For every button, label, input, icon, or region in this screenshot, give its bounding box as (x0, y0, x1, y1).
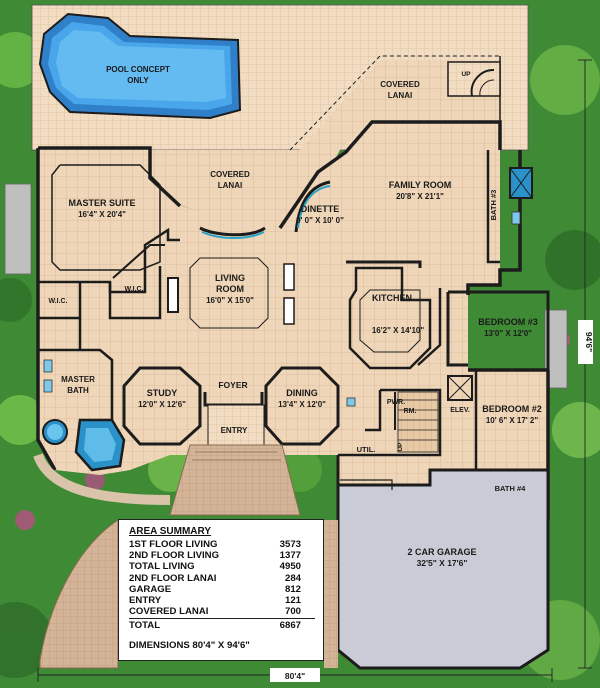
area-summary-row: 2ND FLOOR LIVING 1377 (129, 550, 315, 561)
area-summary-total-value: 6867 (279, 620, 301, 632)
dining-label: DINING (286, 388, 318, 398)
master-suite-size: 16'4" X 20'4" (78, 210, 126, 219)
master-suite-label: MASTER SUITE (68, 198, 135, 208)
living-room-label-2: ROOM (216, 284, 244, 294)
dinette-glass (297, 185, 331, 229)
main-stair (397, 391, 439, 453)
kitchen-size: 16'2" X 14'10" (372, 326, 425, 335)
bath3-label: BATH #3 (489, 190, 498, 221)
entry-steps (169, 404, 301, 516)
bath4-label: BATH #4 (495, 484, 527, 493)
family-room-label: FAMILY ROOM (389, 180, 452, 190)
pool (38, 12, 242, 120)
garage-label: 2 CAR GARAGE (407, 547, 476, 557)
dinette-size: 9' 0" X 10' 0" (296, 216, 344, 225)
area-summary-row: 2ND FLOOR LANAI 284 (129, 573, 315, 584)
area-summary-row-label: GARAGE (129, 583, 172, 595)
entry-label: ENTRY (221, 426, 248, 435)
spiral-stair (447, 61, 501, 97)
garage-steps (340, 479, 393, 490)
area-summary-title: AREA SUMMARY (129, 526, 212, 537)
bedroom2-size: 10' 6" X 17' 2" (486, 416, 539, 425)
area-summary-row: TOTAL LIVING 4950 (129, 561, 315, 572)
foyer-label: FOYER (218, 380, 247, 390)
stair-up-top-label: UP (461, 71, 471, 78)
area-summary-row-label: 2ND FLOOR LIVING (129, 550, 220, 562)
garage-size: 32'5" X 17'6" (417, 558, 468, 568)
area-summary-row-value: 3573 (279, 539, 301, 550)
living-room-label: LIVING (215, 273, 245, 283)
dinette-label: DINETTE (301, 204, 340, 214)
covered-lanai-mid-sub: LANAI (218, 181, 242, 190)
garage-floor (336, 468, 550, 670)
area-summary-row: ENTRY 121 (129, 595, 315, 606)
covered-lanai-top-sub: LANAI (388, 91, 412, 100)
depth-dimension-label: 94'6" (584, 332, 594, 352)
area-summary-rows: 1ST FLOOR LIVING 3573 2ND FLOOR LIVING 1377… (129, 539, 315, 617)
wic-center-label: W.I.C. (124, 286, 143, 293)
pool-sub-label: ONLY (127, 76, 149, 85)
area-summary-total-label: TOTAL (129, 620, 161, 632)
bedroom3-label: BEDROOM #3 (478, 317, 538, 327)
bedroom3-size: 13'0" X 12'0" (484, 329, 532, 338)
covered-lanai-mid-label: COVERED (210, 170, 250, 179)
area-summary-row-value: 812 (284, 583, 301, 595)
study-size: 12'0" X 12'6" (138, 400, 186, 409)
area-summary-row-label: ENTRY (129, 595, 162, 607)
area-summary-row-label: 2ND FLOOR LANAI (129, 572, 217, 584)
living-glass (201, 231, 265, 239)
elev-label: ELEV. (450, 407, 470, 414)
area-summary-total: TOTAL 6867 (129, 618, 315, 631)
area-summary-row-label: COVERED LANAI (129, 606, 209, 618)
living-room-size: 16'0" X 15'0" (206, 296, 254, 305)
dining-size: 13'4" X 12'0" (278, 400, 326, 409)
util-label: UTIL. (357, 445, 376, 454)
area-summary-row-label: 1ST FLOOR LIVING (129, 539, 218, 550)
master-bath-label-2: BATH (67, 386, 89, 395)
master-bath-label: MASTER (61, 375, 95, 384)
stair-up-bottom-label: UP (397, 442, 404, 452)
wic-left-label: W.I.C. (48, 298, 67, 305)
right-ac-pad (544, 309, 568, 389)
area-summary-row-value: 121 (284, 595, 301, 607)
family-room-size: 20'8" X 21'1" (396, 192, 444, 201)
study-label: STUDY (147, 388, 178, 398)
pool-label: POOL CONCEPT (106, 65, 170, 74)
area-summary-row-value: 4950 (279, 561, 301, 573)
width-dimension-label: 80'4" (285, 671, 305, 681)
area-summary-row-value: 700 (284, 606, 301, 618)
area-summary-row: 1ST FLOOR LIVING 3573 (129, 539, 315, 550)
area-summary-row-value: 284 (284, 572, 301, 584)
area-summary-dimensions: DIMENSIONS 80'4" X 94'6" (129, 639, 250, 651)
pwr-rm-label-2: RM. (404, 408, 417, 415)
walls (36, 55, 550, 522)
area-summary-row: GARAGE 812 (129, 584, 315, 595)
master-tub (42, 418, 126, 472)
kitchen-label: KITCHEN (372, 293, 412, 303)
area-summary-row: COVERED LANAI 700 (129, 606, 315, 617)
covered-lanai-area (150, 60, 500, 225)
area-summary-row-value: 1377 (279, 550, 301, 562)
bedroom2-label: BEDROOM #2 (482, 404, 542, 414)
pwr-rm-label: PWR. (387, 399, 405, 406)
covered-lanai-top-label: COVERED (380, 80, 420, 89)
area-summary-row-label: TOTAL LIVING (129, 561, 195, 573)
left-ac-pad (4, 183, 32, 275)
